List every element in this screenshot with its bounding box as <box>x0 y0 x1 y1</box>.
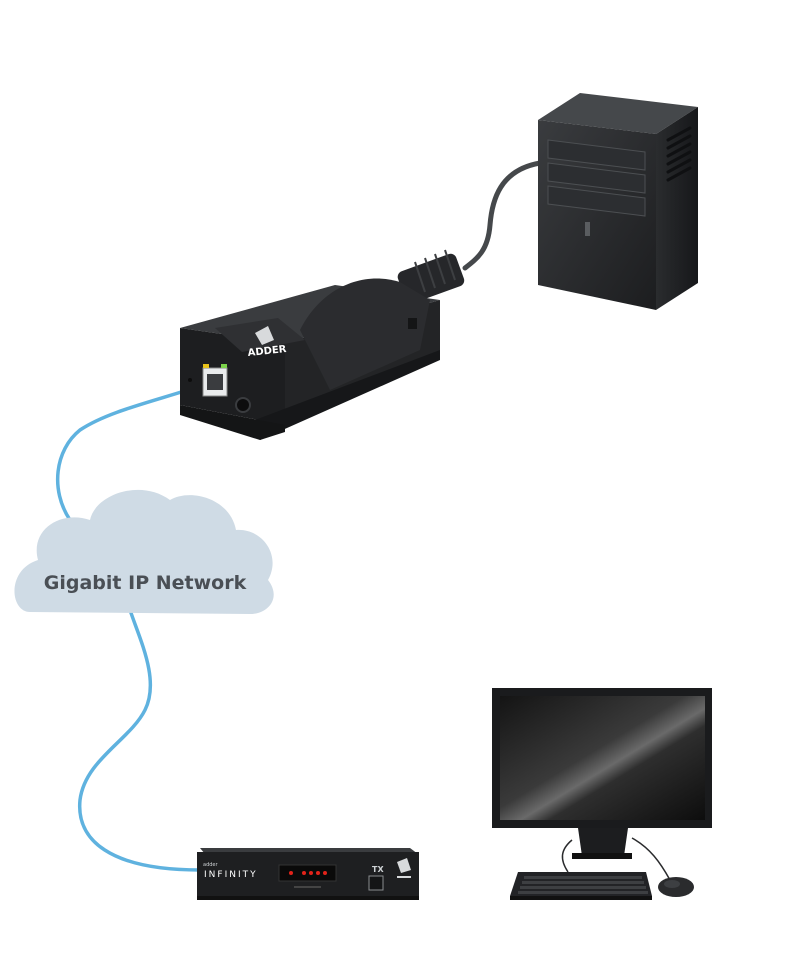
network-cable-top <box>56 382 208 522</box>
adder-logo-icon: ADDER <box>247 326 287 359</box>
network-cable-bottom <box>77 608 202 872</box>
transmitter-brand: ADDER <box>247 344 287 359</box>
cloud-icon: Gigabit IP Network <box>14 489 274 614</box>
rj45-port-icon <box>202 364 228 397</box>
monitor-icon <box>492 688 712 881</box>
receiver-sub-brand: adder <box>203 862 218 868</box>
cloud-label: Gigabit IP Network <box>44 572 247 594</box>
receiver-rj45-icon <box>368 875 384 891</box>
receiver-box-icon: adder INFINITY TX <box>197 848 419 900</box>
adder-transmitter-icon: ADDER <box>180 249 465 440</box>
receiver-adder-logo-icon <box>397 858 411 878</box>
monitor-screen <box>500 696 705 820</box>
mouse-icon <box>658 877 694 897</box>
receiver-brand: INFINITY <box>204 870 258 880</box>
led-display <box>278 864 337 888</box>
usb-cable <box>462 160 543 271</box>
pc-tower-icon <box>538 93 698 310</box>
keyboard-icon <box>510 872 652 900</box>
dc-jack-icon <box>235 397 251 413</box>
receiver-port-label: TX <box>372 865 384 874</box>
